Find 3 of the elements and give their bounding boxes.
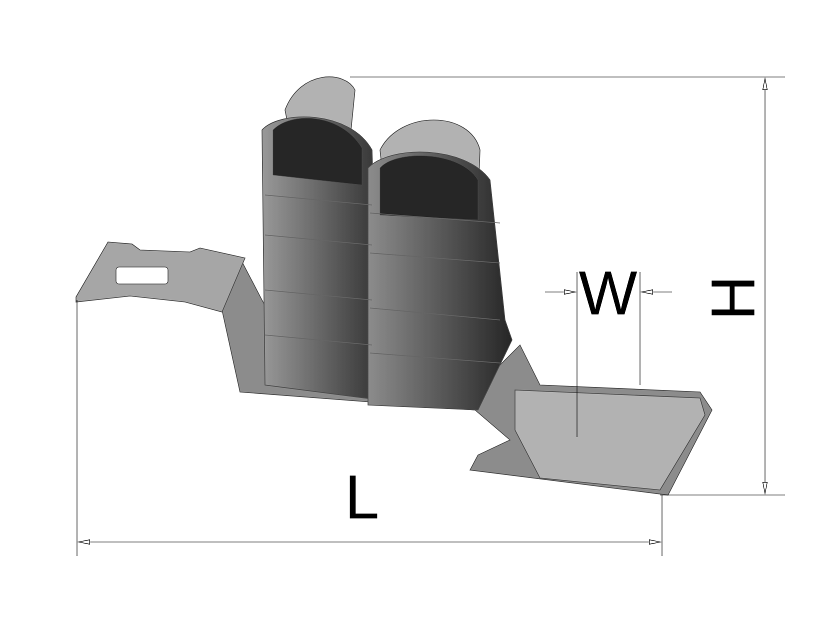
dimension-label: W (579, 272, 638, 314)
dimension-label: L (350, 476, 378, 518)
dimension-label: H (712, 280, 754, 316)
